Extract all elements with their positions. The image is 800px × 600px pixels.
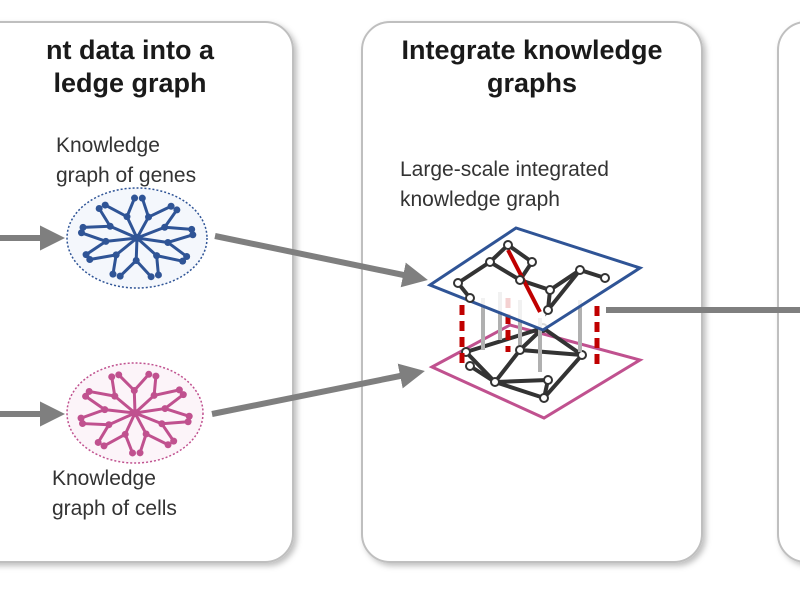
label-integrated-graph: Large-scale integrated knowledge graph: [400, 158, 609, 211]
panel-title-integrate: Integrate knowledge graphs: [401, 35, 663, 98]
arrow-cells-to-integrated: [211, 363, 425, 417]
panel-next: [777, 21, 800, 563]
integrated-graph-icon: [426, 226, 644, 420]
label-cells-graph: Knowledge graph of cells: [52, 467, 177, 520]
cells-graph-icon: [66, 362, 204, 464]
genes-graph-icon: [66, 187, 208, 289]
upper-graph-nodes: [453, 240, 610, 315]
arrow-genes-to-integrated: [214, 233, 428, 288]
panel-title-convert: nt data into a ledge graph: [46, 35, 214, 98]
upper-graph-layer: [426, 226, 644, 332]
label-genes-graph: Knowledge graph of genes: [56, 134, 197, 187]
